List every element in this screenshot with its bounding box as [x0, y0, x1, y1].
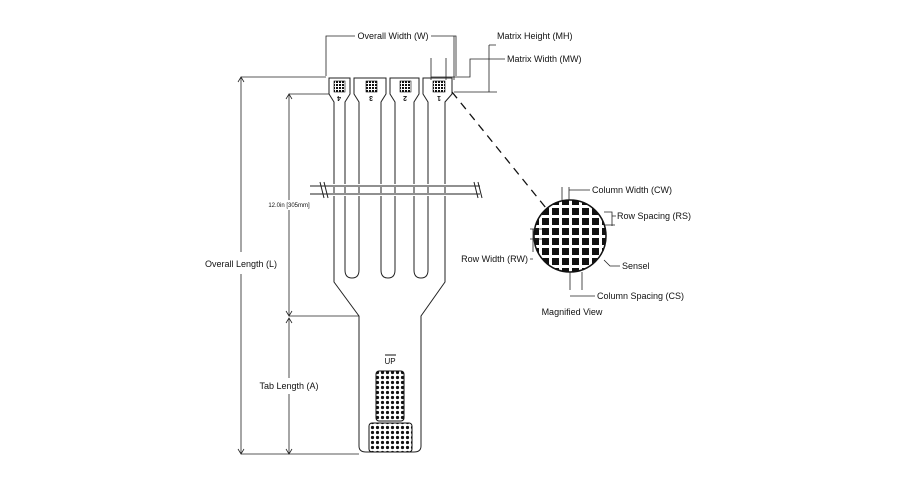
matrix-3 — [365, 80, 378, 93]
magnified-column-gap — [589, 200, 592, 272]
connector-pad-upper — [375, 370, 405, 422]
svg-text:Row Width (RW): Row Width (RW) — [461, 254, 528, 264]
magnified-view: Column Width (CW) Row Spacing (RS) Row W… — [461, 185, 691, 317]
matrix-1 — [432, 80, 446, 93]
svg-text:Column Width (CW): Column Width (CW) — [592, 185, 672, 195]
magnified-row-gap — [534, 235, 606, 238]
overall-width-dimension: Overall Width (W) — [325, 31, 457, 76]
length-value-dimension: 12.0in [305mm] — [268, 93, 359, 317]
sensor-number-4: 4 — [337, 94, 341, 101]
matrix-width-dimension: Matrix Width (MW) — [430, 54, 582, 80]
magnified-column-gap — [599, 200, 602, 272]
svg-text:Matrix Height (MH): Matrix Height (MH) — [497, 31, 573, 41]
svg-text:Overall Width (W): Overall Width (W) — [357, 31, 428, 41]
svg-text:Matrix Width (MW): Matrix Width (MW) — [507, 54, 582, 64]
sensor-outline — [310, 77, 484, 453]
tab-length-dimension: Tab Length (A) — [259, 317, 319, 455]
svg-text:Sensel: Sensel — [622, 261, 650, 271]
overall-length-dimension: Overall Length (L) — [205, 76, 359, 455]
matrix-4 — [333, 80, 346, 93]
sensor-number-1: 1 — [437, 94, 441, 101]
svg-text:Overall Length (L): Overall Length (L) — [205, 259, 277, 269]
svg-text:Magnified View: Magnified View — [542, 307, 603, 317]
svg-text:Tab Length (A): Tab Length (A) — [259, 381, 318, 391]
matrix-2 — [399, 80, 412, 93]
svg-text:Row Spacing (RS): Row Spacing (RS) — [617, 211, 691, 221]
magnified-row-gap — [534, 255, 606, 258]
magnifier-leader — [451, 91, 547, 209]
connector-pads: UP — [368, 354, 413, 453]
matrix-height-dimension: Matrix Height (MH) — [453, 31, 573, 93]
magnified-column-gap — [579, 200, 582, 272]
connector-pad-lower — [368, 422, 413, 453]
svg-text:Column Spacing (CS): Column Spacing (CS) — [597, 291, 684, 301]
sensing-matrices: 4 3 2 1 — [333, 80, 446, 101]
magnified-column-gap — [609, 198, 612, 274]
up-marker: UP — [384, 357, 395, 366]
sensor-number-2: 2 — [403, 94, 407, 101]
svg-text:12.0in [305mm]: 12.0in [305mm] — [268, 203, 310, 209]
magnified-row-gap — [534, 265, 606, 268]
magnified-row-gap — [534, 245, 606, 248]
sensor-number-3: 3 — [369, 94, 373, 101]
